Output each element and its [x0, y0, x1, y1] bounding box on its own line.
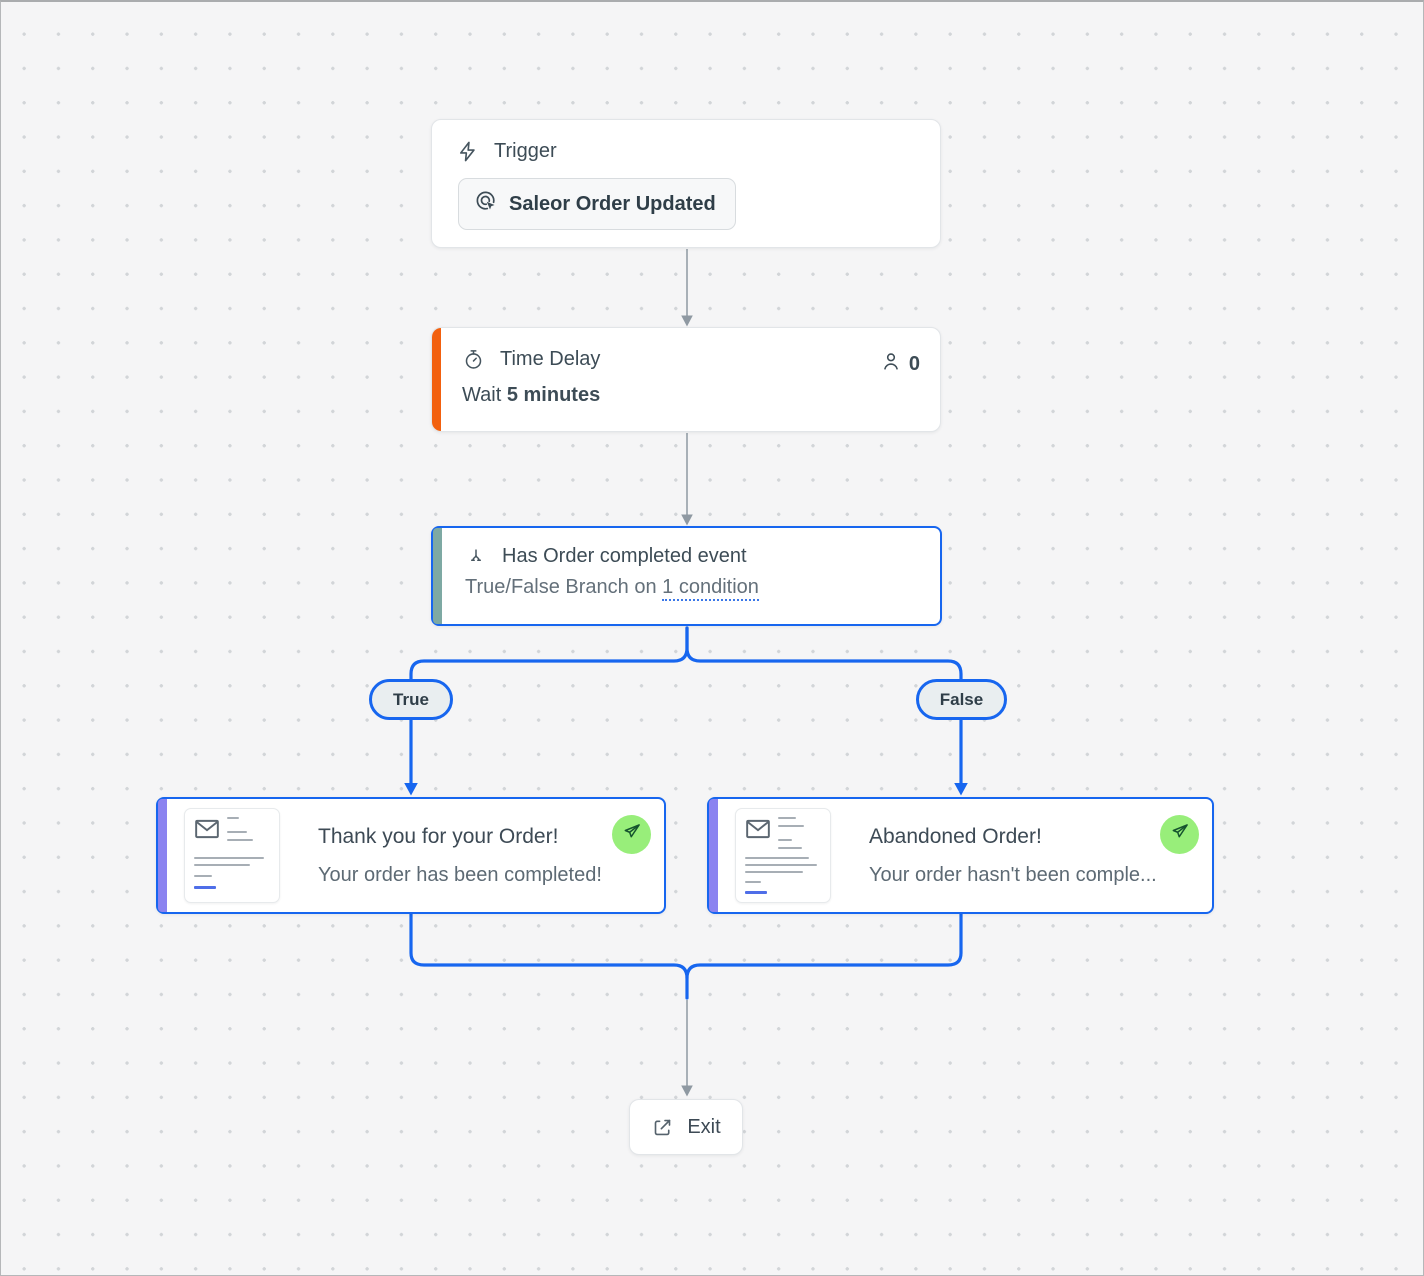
- email-node-abandoned-order[interactable]: Abandoned Order! Your order hasn't been …: [707, 797, 1214, 914]
- branch-split-icon: [465, 546, 487, 568]
- condition-count-link[interactable]: 1 condition: [662, 576, 759, 601]
- person-icon: [880, 350, 902, 378]
- email-false-title: Abandoned Order!: [869, 824, 1042, 848]
- branch-false-pill: False: [916, 679, 1007, 720]
- branch-true-label: True: [393, 689, 429, 709]
- condition-stripe: [433, 528, 442, 624]
- delay-title: Time Delay: [500, 348, 601, 370]
- delay-wait-text: Wait 5 minutes: [462, 384, 601, 406]
- time-delay-node[interactable]: Time Delay 0 Wait 5 minutes: [431, 327, 941, 432]
- delay-wait-value: 5 minutes: [506, 384, 601, 406]
- email-true-subtitle: Your order has been completed!: [318, 863, 602, 886]
- email-preview-thumbnail: [735, 808, 831, 903]
- exit-label: Exit: [687, 1115, 721, 1138]
- delay-stripe: [432, 328, 441, 431]
- delay-count: 0: [908, 352, 920, 375]
- envelope-icon: [194, 818, 220, 845]
- click-event-icon: [474, 189, 498, 219]
- condition-title: Has Order completed event: [502, 545, 747, 567]
- email-node-order-completed[interactable]: Thank you for your Order! Your order has…: [156, 797, 666, 914]
- send-status-badge: [612, 815, 651, 854]
- exit-node[interactable]: Exit: [629, 1099, 743, 1155]
- trigger-node[interactable]: Trigger Saleor Order Updated: [431, 119, 941, 248]
- branch-false-label: False: [939, 689, 984, 709]
- email-false-stripe: [709, 799, 718, 912]
- envelope-icon: [745, 818, 771, 845]
- branch-true-pill: True: [369, 679, 453, 720]
- send-status-badge: [1160, 815, 1199, 854]
- paper-plane-icon: [622, 822, 642, 847]
- email-true-stripe: [158, 799, 167, 912]
- delay-user-counter: 0: [880, 350, 920, 378]
- trigger-event-button[interactable]: Saleor Order Updated: [458, 178, 736, 230]
- paper-plane-icon: [1170, 822, 1190, 847]
- email-false-subtitle: Your order hasn't been comple...: [869, 863, 1157, 886]
- trigger-label: Trigger: [494, 140, 557, 162]
- email-true-title: Thank you for your Order!: [318, 824, 559, 848]
- trigger-event-label: Saleor Order Updated: [509, 192, 716, 215]
- stopwatch-icon: [462, 348, 485, 371]
- condition-node[interactable]: Has Order completed event True/False Bra…: [431, 526, 942, 626]
- condition-subtitle: True/False Branch on 1 condition: [465, 576, 918, 601]
- external-link-icon: [651, 1116, 674, 1139]
- email-preview-thumbnail: [184, 808, 280, 903]
- lightning-icon: [456, 140, 479, 163]
